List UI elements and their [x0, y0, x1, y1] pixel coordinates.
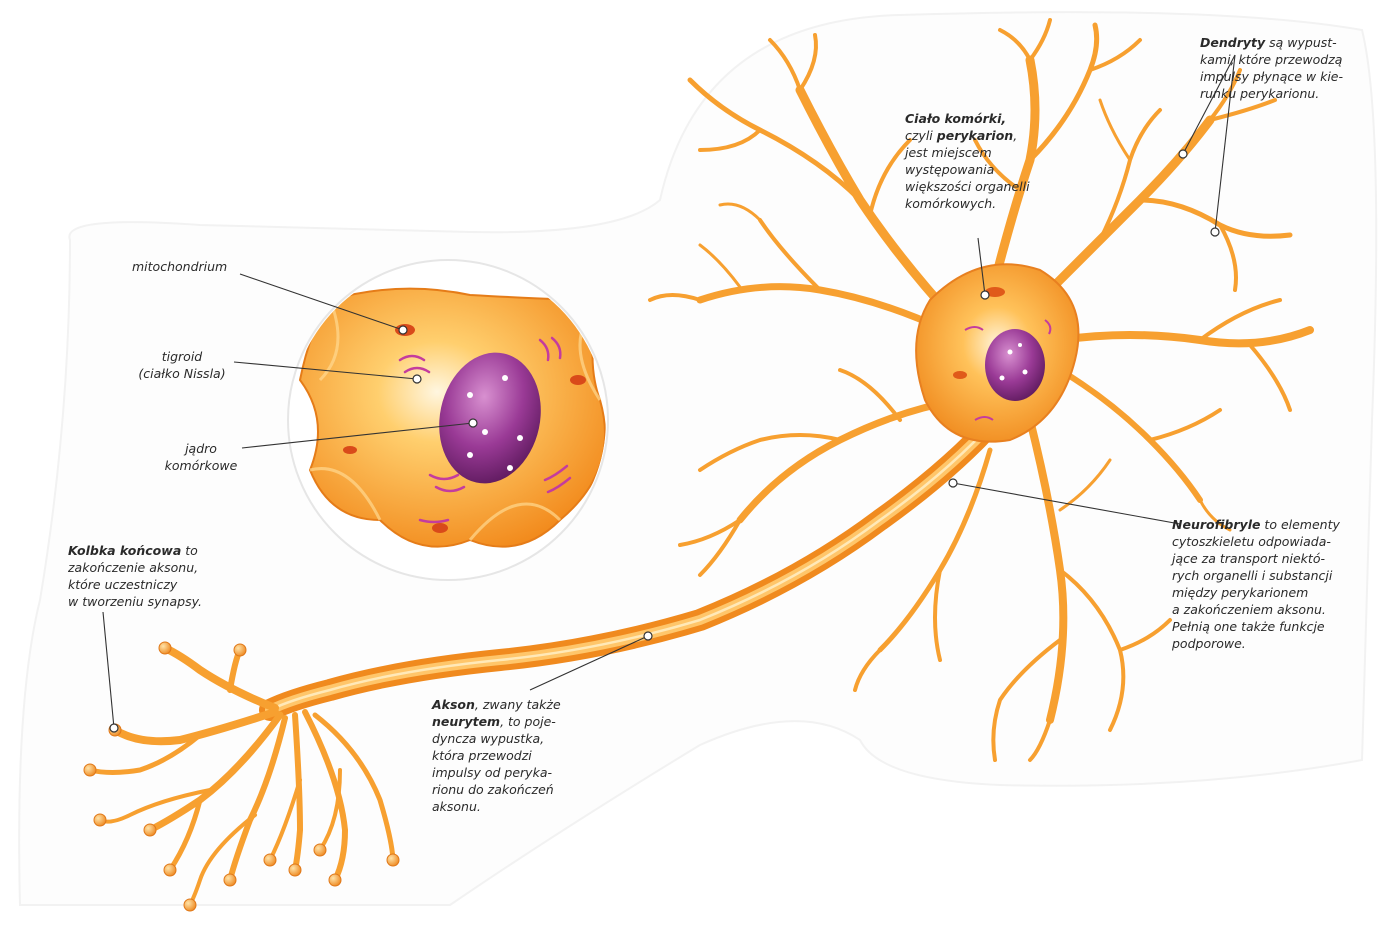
- neurofibryle-line-7: Pełnią one także funkcje: [1172, 618, 1340, 635]
- cialo-l2-post: ,: [1013, 128, 1017, 143]
- jadro-line-2: komórkowe: [160, 457, 242, 474]
- akson-l2-bold: neurytem: [432, 714, 500, 729]
- kolbka-bold: Kolbka końcowa: [68, 543, 181, 558]
- label-akson: Akson, zwany także neurytem, to poje- dy…: [432, 696, 561, 815]
- label-dendryty: Dendryty są wypust- kami, które przewodz…: [1200, 34, 1343, 102]
- cialo-line-4: występowania: [905, 161, 1030, 178]
- dendryty-line-4: runku perykarionu.: [1200, 85, 1343, 102]
- cialo-l2-pre: czyli: [905, 128, 937, 143]
- neurofibryle-line-3: jące za transport niektó-: [1172, 550, 1340, 567]
- cialo-bold: Ciało komórki,: [905, 111, 1006, 126]
- akson-line-6: rionu do zakończeń: [432, 781, 561, 798]
- kolbka-line-2: zakończenie aksonu,: [68, 559, 202, 576]
- neurofibryle-line-5: między perykarionem: [1172, 584, 1340, 601]
- neurofibryle-bold: Neurofibryle: [1172, 517, 1260, 532]
- label-cialo-komorki: Ciało komórki, czyli perykarion, jest mi…: [905, 110, 1030, 212]
- label-mitochondrium: mitochondrium: [132, 258, 227, 275]
- akson-l1-post: , zwany także: [475, 697, 561, 712]
- akson-line-7: aksonu.: [432, 798, 561, 815]
- tigroid-line-1: tigroid: [130, 348, 234, 365]
- jadro-line-1: jądro: [160, 440, 242, 457]
- akson-line-3: dyncza wypustka,: [432, 730, 561, 747]
- soma-nucleus: [985, 329, 1045, 401]
- akson-line-5: impulsy od peryka-: [432, 764, 561, 781]
- label-tigroid: tigroid (ciałko Nissla): [130, 348, 234, 382]
- neurofibryle-line-8: podporowe.: [1172, 635, 1340, 652]
- kolbka-l1-post: to: [181, 543, 198, 558]
- neurofibryle-l1-post: to elementy: [1260, 517, 1339, 532]
- dendryty-bold: Dendryty: [1200, 35, 1265, 50]
- cialo-l2-bold: perykarion: [937, 128, 1013, 143]
- dendryty-l1-post: są wypust-: [1265, 35, 1337, 50]
- kolbka-line-4: w tworzeniu synapsy.: [68, 593, 202, 610]
- label-kolbka: Kolbka końcowa to zakończenie aksonu, kt…: [68, 542, 202, 610]
- cialo-line-3: jest miejscem: [905, 144, 1030, 161]
- neurofibryle-line-2: cytoszkieletu odpowiada-: [1172, 533, 1340, 550]
- kolbka-line-3: które uczestniczy: [68, 576, 202, 593]
- akson-line-4: która przewodzi: [432, 747, 561, 764]
- mitochondrium-text: mitochondrium: [132, 259, 227, 274]
- cialo-line-5: większości organelli: [905, 178, 1030, 195]
- label-neurofibryle: Neurofibryle to elementy cytoszkieletu o…: [1172, 516, 1340, 652]
- tigroid-line-2: (ciałko Nissla): [130, 365, 234, 382]
- akson-l2-post: , to poje-: [500, 714, 556, 729]
- dendryty-line-2: kami, które przewodzą: [1200, 51, 1343, 68]
- neurofibryle-line-6: a zakończeniem aksonu.: [1172, 601, 1340, 618]
- akson-bold: Akson: [432, 697, 475, 712]
- zoom-inset: [288, 260, 608, 580]
- cialo-line-6: komórkowych.: [905, 195, 1030, 212]
- label-jadro: jądro komórkowe: [160, 440, 242, 474]
- dendryty-line-3: impulsy płynące w kie-: [1200, 68, 1343, 85]
- neurofibryle-line-4: rych organelli i substancji: [1172, 567, 1340, 584]
